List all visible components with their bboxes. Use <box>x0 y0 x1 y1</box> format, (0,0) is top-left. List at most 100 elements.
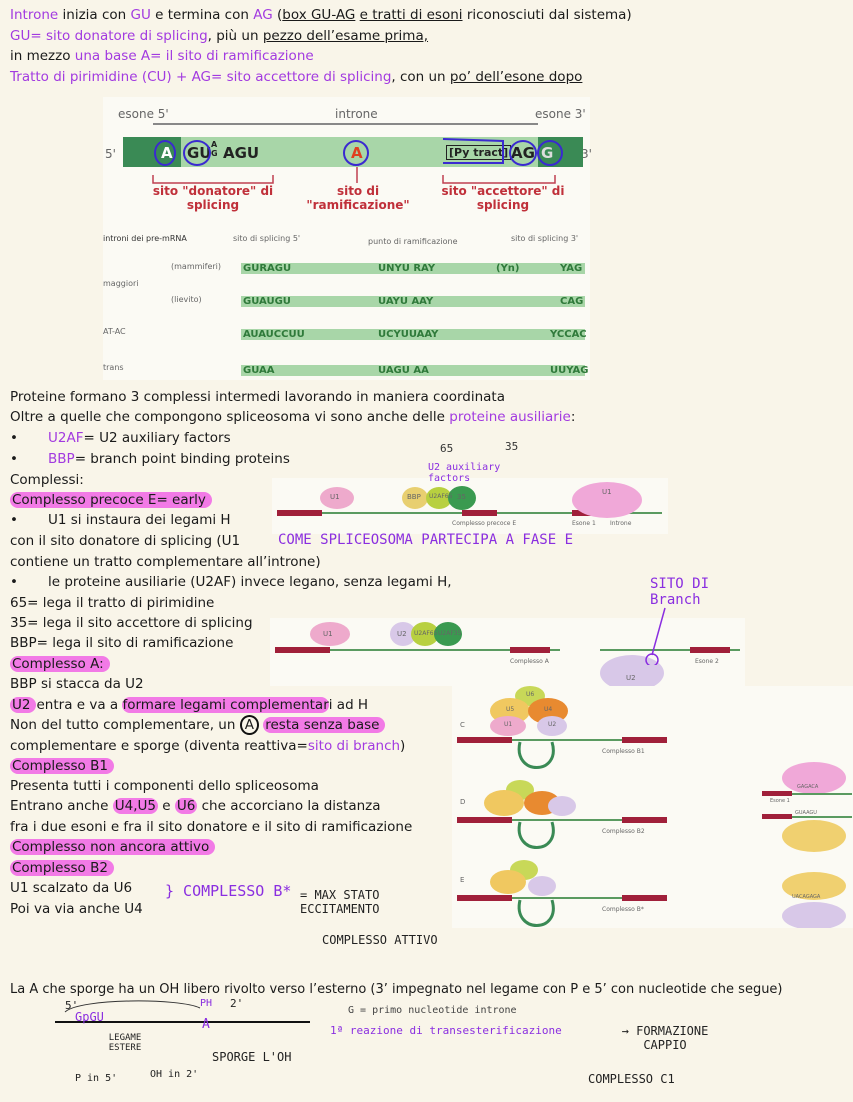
hw-reazione: 1ª reazione di transesterificazione <box>330 1024 562 1037</box>
row-lievito-branch: UAYU AAY <box>378 296 434 307</box>
col-branch: punto di ramificazione <box>368 237 458 246</box>
label-donatore: sito "donatore" di splicing <box>152 184 274 212</box>
bullet-bbp: • BBP= branch point binding proteins <box>10 451 290 467</box>
text: riconosciuti dal sistema) <box>466 7 632 23</box>
text: U4,U5 <box>112 798 158 814</box>
col-5-site: sito di splicing 5' <box>233 234 301 243</box>
heading-complesso-a: Complesso A: <box>10 655 110 673</box>
hw-strand-line <box>55 1000 310 1023</box>
body-line: complementare e sporge (diventa reattiva… <box>10 737 405 755</box>
u6: U6 <box>526 691 535 698</box>
u2af65: U2AF65 <box>414 630 438 637</box>
circled-a: A <box>239 715 259 735</box>
text: U2 <box>10 697 37 713</box>
u2af35: 35 <box>457 493 466 501</box>
u1: U1 <box>330 493 340 501</box>
text: U1 si instaura dei legami H <box>48 512 231 528</box>
intro-line-3: in mezzo una base A= il sito di ramifica… <box>10 47 314 65</box>
label-e: E <box>460 876 465 884</box>
bullet-u2af: • U2AF= U2 auxiliary factors <box>10 430 231 446</box>
bullet-proteine: • le proteine ausiliarie (U2AF) invece l… <box>10 574 452 590</box>
bbp: BBP <box>407 493 421 501</box>
handwritten-circles <box>152 138 563 184</box>
label-5prime: 5' <box>105 147 116 161</box>
text: Entrano anche <box>10 798 113 814</box>
text: inizia con <box>62 7 127 23</box>
body-line: BBP si stacca da U2 <box>10 676 144 692</box>
caption: Complesso precoce E <box>452 520 517 527</box>
complesso-e-diagram <box>277 482 662 518</box>
hw-formazione-cappio: → FORMAZIONE CAPPIO <box>621 1024 709 1052</box>
row-trans-branch: UAGU AA <box>378 365 429 376</box>
intro-line-4: Tratto di pirimidine (CU) + AG= sito acc… <box>10 68 582 86</box>
hw-legame-estere: LEGAME ESTERE <box>108 1033 142 1053</box>
text: U6 <box>174 798 198 814</box>
bullet-u1: • U1 si instaura dei legami H <box>10 512 231 528</box>
text: , più un <box>207 28 263 44</box>
text: , con un <box>391 69 450 85</box>
seq-ag-small: A G <box>211 140 218 158</box>
text: proteine ausiliarie <box>449 409 571 425</box>
label-lievito: (lievito) <box>171 295 202 304</box>
seq-ag: AG <box>511 144 535 162</box>
label-d: D <box>460 798 466 806</box>
text: formare legami complementar <box>122 697 329 713</box>
complesso-a-diagram <box>275 622 740 686</box>
intro-line-2: GU= sito donatore di splicing, più un pe… <box>10 27 428 45</box>
text: Non del tutto complementare, un <box>10 717 236 733</box>
label-trans: trans <box>103 363 124 372</box>
text: po’ dell’esone dopo <box>449 69 583 85</box>
u5: U5 <box>506 706 515 713</box>
hw-spliceosoma-note: COME SPLICEOSOMA PARTECIPA A FASE E <box>278 532 574 548</box>
hw-gpgu: GpGU <box>75 1010 104 1024</box>
seq-a: A <box>161 144 173 162</box>
hw-35: 35 <box>505 440 519 453</box>
hw-ph: PH <box>200 998 213 1009</box>
text: Introne <box>10 7 59 23</box>
body-line: Non del tutto complementare, un A resta … <box>10 715 386 735</box>
intro-line-1: Introne inizia con GU e termina con AG (… <box>10 6 632 24</box>
text: sito di branch <box>307 738 401 754</box>
text: U2AF <box>48 430 84 446</box>
hw-p-in-5: P in 5' <box>75 1073 118 1084</box>
body-line: Presenta tutti i componenti dello splice… <box>10 778 319 794</box>
text: le proteine ausiliarie (U2AF) invece leg… <box>48 574 452 590</box>
seq-gu: GU <box>187 144 212 162</box>
label-ramificazione: sito di "ramificazione" <box>306 184 410 212</box>
text: e tratti di esoni <box>359 7 463 23</box>
body-line: Entrano anche U4,U5 e U6 che accorciano … <box>10 797 381 815</box>
row-mammiferi-branch: UNYU RAY <box>378 263 436 274</box>
row-trans-3: UUYAG <box>550 365 589 376</box>
hw-2prime: 2' <box>230 997 244 1010</box>
row-mammiferi-5: GURAGU <box>243 263 292 274</box>
body-line: fra i due esoni e fra il sito donatore e… <box>10 819 413 835</box>
text: e termina con <box>155 7 249 23</box>
body-line: Poi va via anche U4 <box>10 901 143 917</box>
label-atac: AT-AC <box>103 327 126 336</box>
guaagu: GUAAGU <box>795 810 817 816</box>
hw-sporge: SPORGE L'OH <box>212 1050 292 1064</box>
row-lievito-5: GUAUGU <box>243 296 291 307</box>
u1: U1 <box>323 630 333 638</box>
row-atac-3: YCCAC <box>550 329 587 340</box>
complesso-e-figure: U1 BBP U2AF65 35 U1 Complesso precoce E … <box>272 478 668 534</box>
text: i ad H <box>328 697 369 713</box>
table-title: introni dei pre-mRNA <box>103 234 187 243</box>
hw-max-stato: = MAX STATO ECCITAMENTO <box>300 888 380 916</box>
label-introne: introne <box>335 107 378 121</box>
label-esone3: esone 3' <box>535 107 586 121</box>
text: Oltre a quelle che compongono spliceosom… <box>10 409 450 425</box>
body-line: 35= lega il sito accettore di splicing <box>10 615 253 631</box>
text: ( <box>277 7 283 23</box>
body-line: Oltre a quelle che compongono spliceosom… <box>10 408 575 426</box>
hw-a: A <box>202 1017 210 1032</box>
seq-agu: AGU <box>223 144 260 162</box>
caption-b1: Complesso B1 <box>602 748 645 755</box>
body-line: U1 scalzato da U6 <box>10 880 133 896</box>
label-esone5: esone 5' <box>118 107 169 121</box>
text: : <box>570 409 576 425</box>
esone1: Esone 1 <box>770 798 790 804</box>
text: una base A= il sito di ramificazione <box>74 48 314 64</box>
